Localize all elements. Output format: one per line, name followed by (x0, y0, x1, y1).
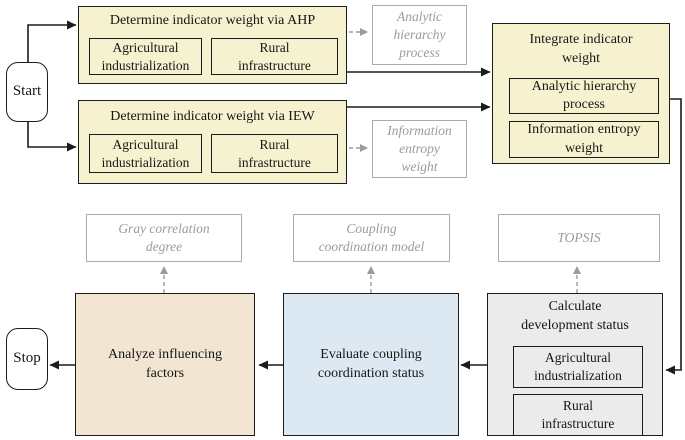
coupling-model-label-box: Coupling coordination model (293, 214, 450, 262)
iew-rural-subbox: Rural infrastructure (211, 134, 338, 173)
iew-weight-box: Determine indicator weight via IEW Agric… (78, 100, 347, 184)
ahp-method-label-box: Analytic hierarchy process (372, 5, 467, 65)
evaluate-coupling-label: Evaluate coupling coordination status (317, 347, 425, 381)
calculate-status-box: Calculate development status Agricultura… (487, 293, 663, 436)
evaluate-coupling-box: Evaluate coupling coordination status (283, 293, 459, 436)
arrow-start-to-ahp (27, 20, 77, 62)
ahp-rural-subbox: Rural infrastructure (211, 38, 338, 75)
start-label: Start (12, 83, 42, 100)
integrate-weight-title: Integrate indicator weight (529, 32, 633, 66)
gray-correlation-label-box: Gray correlation degree (86, 214, 242, 262)
start-node: Start (6, 62, 48, 122)
gray-correlation-label: Gray correlation degree (118, 221, 210, 254)
stop-label: Stop (13, 350, 41, 367)
arrow-start-to-iew (27, 122, 77, 152)
ahp-agricultural-subbox: Agricultural industrialization (89, 38, 202, 75)
ahp-method-label: Analytic hierarchy process (393, 9, 446, 60)
iew-method-label-box: Information entropy weight (372, 120, 467, 178)
ahp-weight-title: Determine indicator weight via AHP (109, 13, 316, 28)
analyze-factors-box: Analyze influencing factors (75, 293, 255, 436)
iew-method-label: Information entropy weight (387, 123, 452, 174)
calculate-rural-subbox: Rural infrastructure (513, 394, 643, 436)
topsis-label: TOPSIS (557, 230, 601, 246)
coupling-model-label: Coupling coordination model (318, 221, 425, 254)
analyze-factors-label: Analyze influencing factors (108, 347, 222, 381)
calculate-agricultural-subbox: Agricultural industrialization (513, 346, 643, 388)
integrate-weight-box: Integrate indicator weight Analytic hier… (492, 23, 670, 164)
iew-weight-title: Determine indicator weight via IEW (110, 109, 315, 124)
topsis-label-box: TOPSIS (498, 214, 660, 262)
integrate-iew-subbox: Information entropy weight (509, 121, 659, 158)
calculate-status-title: Calculate development status (521, 299, 629, 333)
stop-node: Stop (6, 328, 48, 390)
ahp-weight-box: Determine indicator weight via AHP Agric… (78, 6, 347, 84)
integrate-ahp-subbox: Analytic hierarchy process (509, 78, 659, 114)
iew-agricultural-subbox: Agricultural industrialization (89, 134, 202, 173)
